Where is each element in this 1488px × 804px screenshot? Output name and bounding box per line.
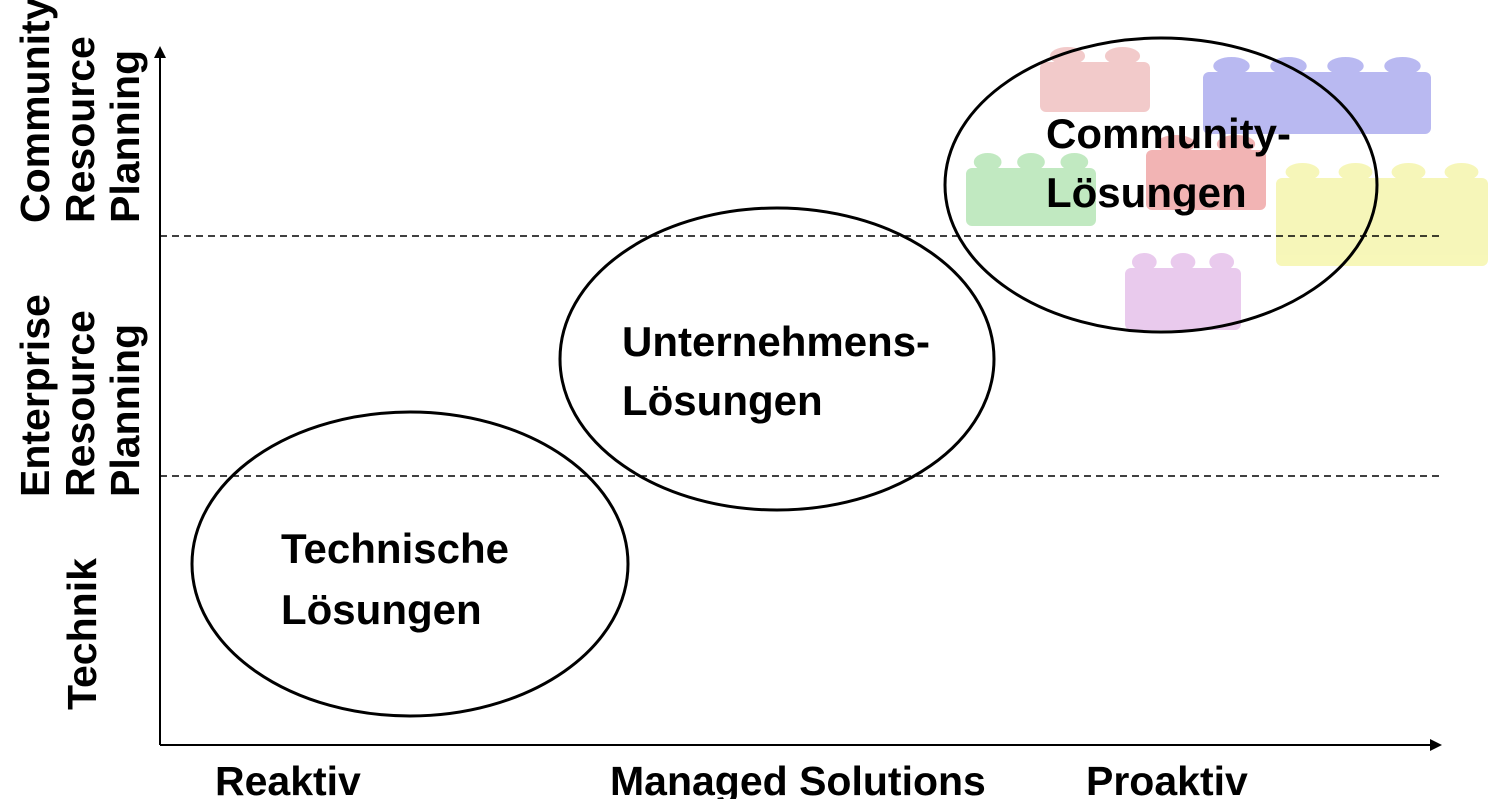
bubble-text-1-line-1: Technische bbox=[281, 525, 509, 572]
toy-bricks-decoration bbox=[966, 47, 1488, 330]
y-axis-label-erp-line-3: Planning bbox=[102, 324, 148, 497]
x-axis-label-managed-solutions: Managed Solutions bbox=[610, 758, 986, 799]
bubble-text-3-line-1: Community- bbox=[1046, 110, 1291, 157]
toy-brick-icon bbox=[1125, 253, 1241, 330]
y-axis-label-crp-line-1: Community bbox=[12, 0, 58, 223]
toy-brick-icon bbox=[1276, 163, 1488, 266]
bubble-community-loesungen bbox=[943, 36, 1379, 334]
bubble-technische-loesungen bbox=[190, 410, 630, 718]
toy-brick-icon bbox=[1203, 57, 1431, 134]
y-axis-label-erp: Enterprise Resource Planning bbox=[12, 294, 148, 497]
y-axis-label-technik-line-1: Technik bbox=[59, 558, 105, 710]
bubble-text-2-line-1: Unternehmens- bbox=[622, 318, 930, 365]
x-axis-label-proaktiv: Proaktiv bbox=[1086, 758, 1248, 799]
bubble-unternehmens-loesungen bbox=[558, 206, 996, 512]
y-axis-label-erp-line-2: Resource bbox=[57, 310, 103, 497]
y-axis-label-crp: Community Resource Planning bbox=[12, 0, 148, 223]
bubble-text-2-line-2: Lösungen bbox=[622, 377, 823, 424]
bubble-text-1-line-2: Lösungen bbox=[281, 586, 482, 633]
y-axis-label-technik: Technik bbox=[59, 558, 105, 710]
y-axis-label-crp-line-2: Resource bbox=[57, 36, 103, 223]
toy-brick-icon bbox=[1146, 135, 1266, 210]
bubble-text-3-line-2: Lösungen bbox=[1046, 169, 1247, 216]
toy-brick-icon bbox=[966, 153, 1096, 226]
x-axis-label-reaktiv: Reaktiv bbox=[215, 758, 361, 799]
y-axis-label-crp-line-3: Planning bbox=[102, 50, 148, 223]
toy-brick-icon bbox=[1040, 47, 1150, 112]
y-axis-label-erp-line-1: Enterprise bbox=[12, 294, 58, 497]
